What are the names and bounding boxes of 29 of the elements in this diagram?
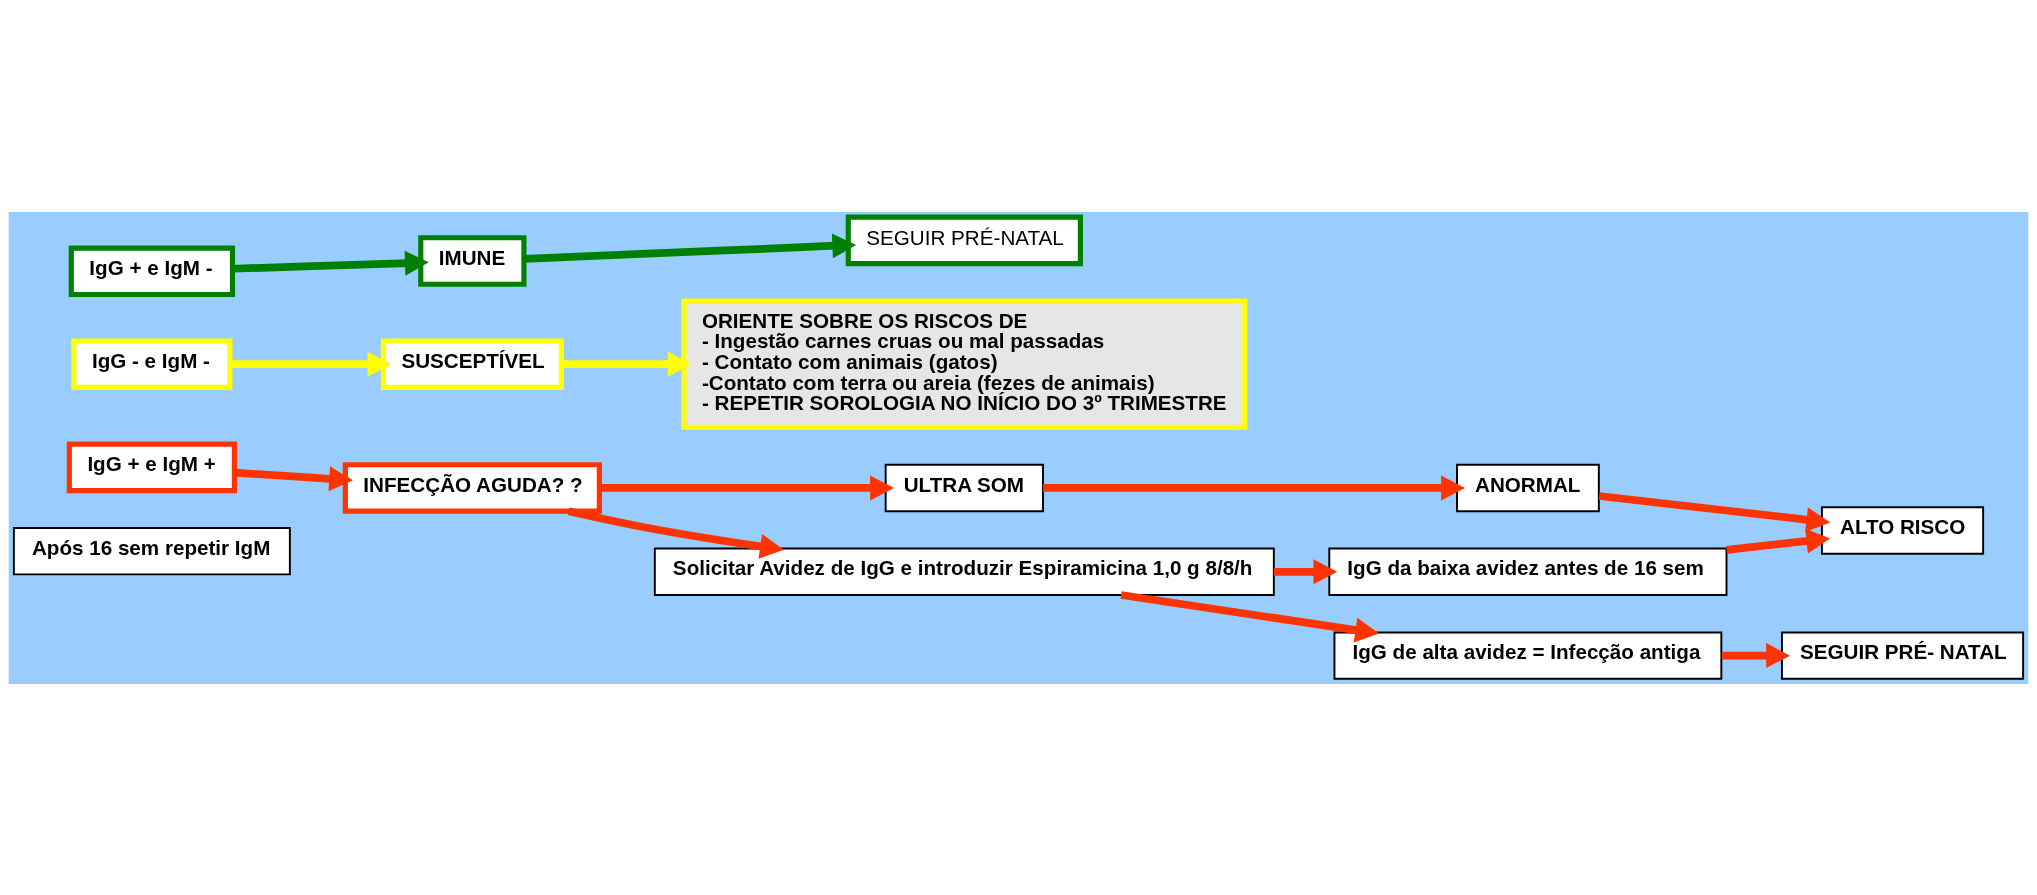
arrow (1274, 558, 1338, 584)
node-box: ORIENTE SOBRE OS RISCOS DE - Ingestão carnes cruas ou mal passadas - Contato com animais (gatos) -Contato com terra ou areia (fezes de animais) - REPETIR SOROLOGIA NO INÍCIO DO 3º TRIMESTRE (681, 297, 1248, 430)
arrow (234, 465, 354, 491)
node-box: Solicitar Avidez de IgG e introduzir Espiramicina 1,0 g 8/8/h (653, 547, 1275, 596)
arrow (1721, 642, 1790, 668)
node-box: INFECÇÃO AGUDA? ? (342, 461, 602, 514)
node-box: SEGUIR PRÉ- NATAL (1781, 630, 2025, 680)
arrow (230, 351, 392, 377)
node-box: SEGUIR PRÉ-NATAL (845, 214, 1083, 266)
node-box: ULTRA SOM (884, 463, 1044, 512)
arrow (561, 351, 692, 377)
arrow (524, 232, 857, 263)
node-box: IMUNE (418, 234, 527, 287)
node-box: Após 16 sem repetir IgM (12, 526, 291, 575)
node-box: IgG - e IgM - (71, 337, 233, 390)
arrow (1726, 528, 1831, 554)
arrow (1598, 491, 1831, 532)
arrow (1043, 474, 1465, 500)
arrow (599, 474, 894, 500)
node-box: IgG + e IgM - (68, 245, 236, 297)
node-box: ANORMAL (1456, 463, 1600, 512)
node-box: SUSCEPTÍVEL (380, 337, 564, 390)
arrow (567, 507, 784, 559)
arrow (1120, 590, 1379, 642)
node-box: ALTO RISCO (1820, 505, 1985, 555)
node-box: IgG da baixa avidez antes de 16 sem (1328, 547, 1728, 596)
node-box: IgG de alta avidez = Infecção antiga (1333, 630, 1723, 680)
node-box: IgG + e IgM + (66, 441, 237, 493)
arrow (232, 250, 429, 276)
